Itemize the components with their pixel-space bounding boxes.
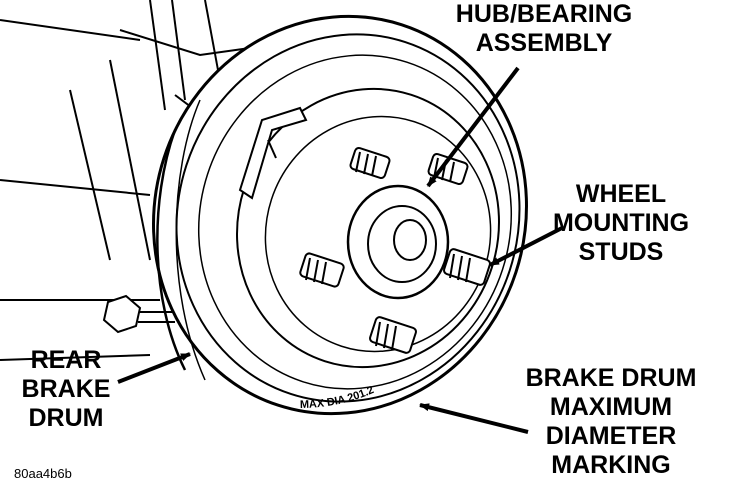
- rear-drum-arrow: [117, 352, 191, 384]
- wheel-stud: [369, 316, 417, 354]
- rear-drum-label: REAR BRAKE DRUM: [14, 346, 118, 433]
- hub-bearing-label-line: HUB/BEARING: [455, 0, 633, 28]
- max-diameter-label-line: BRAKE DRUM: [525, 364, 697, 392]
- brake-drum: [152, 14, 528, 416]
- wheel-studs-label-line: MOUNTING: [552, 209, 690, 237]
- hub-bearing-label-line: ASSEMBLY: [475, 29, 613, 57]
- rear-drum-label-line: BRAKE: [21, 375, 111, 403]
- max-diameter-arrow: [419, 403, 529, 434]
- hub-bearing-label: HUB/BEARING ASSEMBLY: [448, 0, 640, 58]
- suspension-lines: [0, 0, 251, 361]
- rear-drum-label-line: REAR: [30, 346, 102, 374]
- wheel-stud: [299, 252, 345, 288]
- hub-bearing-arrow: [426, 66, 520, 188]
- wheel-studs: [299, 147, 491, 354]
- figure-id: 80aa4b6b: [14, 466, 72, 481]
- wheel-studs-label: WHEEL MOUNTING STUDS: [546, 180, 696, 267]
- hub-bearing: [346, 184, 450, 300]
- rear-drum-label-line: DRUM: [28, 404, 104, 432]
- wheel-stud: [443, 248, 491, 286]
- max-diameter-label-line: MAXIMUM: [549, 393, 673, 421]
- max-diameter-label-line: MARKING: [551, 451, 671, 479]
- leader-arrows: [117, 66, 563, 434]
- max-diameter-label: BRAKE DRUM MAXIMUM DIAMETER MARKING: [508, 364, 714, 480]
- wheel-studs-label-line: WHEEL: [575, 180, 667, 208]
- max-diameter-label-line: DIAMETER: [545, 422, 677, 450]
- wheel-stud: [349, 147, 391, 179]
- wheel-studs-arrow: [489, 226, 563, 267]
- backing-plate-bolt: [102, 294, 175, 334]
- wheel-studs-label-line: STUDS: [578, 238, 664, 266]
